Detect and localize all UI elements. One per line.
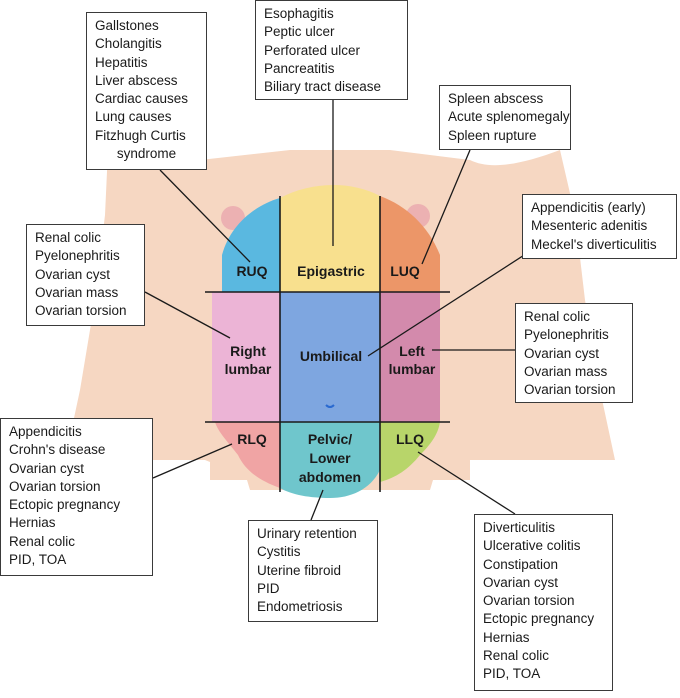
umbilical-item: Mesenteric adenitis	[531, 218, 648, 234]
rlq-conditions-box: Appendicitis Crohn's disease Ovarian cys…	[0, 418, 153, 576]
pelvic-conditions-box: Urinary retention Cystitis Uterine fibro…	[248, 520, 378, 622]
pelvic-item: Cystitis	[257, 544, 301, 560]
epigastric-item: Pancreatitis	[264, 60, 335, 76]
llq-item: Ectopic pregnancy	[483, 611, 595, 627]
ruq-item: Cardiac causes	[95, 91, 189, 107]
epigastric-item: Esophagitis	[264, 6, 334, 21]
right-lumbar-item: Ovarian cyst	[35, 266, 111, 282]
luq-conditions-box: Spleen abscess Acute splenomegaly Spleen…	[439, 85, 571, 150]
right-lumbar-item: Pyelonephritis	[35, 248, 120, 264]
leader-rlq	[152, 443, 233, 479]
leader-llq	[417, 451, 516, 515]
ruq-region	[222, 198, 280, 292]
umbilicus	[325, 404, 335, 408]
rlq-item: PID, TOA	[9, 552, 67, 568]
llq-item: Constipation	[483, 556, 559, 572]
leader-ruq	[159, 169, 251, 263]
epigastric-item: Peptic ulcer	[264, 24, 335, 40]
llq-item: Ovarian cyst	[483, 574, 559, 590]
leader-umbilical	[367, 249, 533, 357]
llq-item: Hernias	[483, 629, 530, 645]
pelvic-item: PID	[257, 580, 280, 596]
llq-conditions-box: Diverticulitis Ulcerative colitis Consti…	[474, 514, 613, 691]
llq-item: Ulcerative colitis	[483, 538, 581, 554]
llq-label: LLQ	[396, 431, 424, 447]
leader-luq	[421, 149, 471, 265]
right-lumbar-item: Ovarian mass	[35, 284, 119, 300]
umbilical-item: Meckel's diverticulitis	[531, 236, 657, 252]
left-lumbar-item: Ovarian torsion	[524, 382, 616, 398]
pelvic-label-2: Lower	[309, 450, 351, 466]
pelvic-item: Uterine fibroid	[257, 562, 342, 578]
umbilical-region	[280, 292, 380, 422]
luq-item: Spleen abscess	[448, 91, 544, 106]
umbilical-conditions-box: Appendicitis (early) Mesenteric adenitis…	[522, 194, 677, 259]
epigastric-item: Biliary tract disease	[264, 79, 382, 95]
luq-item: Spleen rupture	[448, 127, 537, 143]
ruq-item: Gallstones	[95, 18, 159, 33]
rlq-item: Ovarian cyst	[9, 460, 85, 476]
luq-label: LUQ	[390, 263, 420, 279]
pelvic-item: Endometriosis	[257, 599, 343, 615]
ruq-label: RUQ	[236, 263, 267, 279]
left-lumbar-item: Ovarian cyst	[524, 345, 600, 361]
right-lumbar-conditions-box: Renal colic Pyelonephritis Ovarian cyst …	[26, 224, 145, 326]
leader-pelvic	[310, 489, 324, 521]
right-lumbar-item: Renal colic	[35, 230, 102, 245]
rlq-item: Renal colic	[9, 533, 76, 549]
ruq-item: Cholangitis	[95, 36, 162, 52]
pelvic-region	[280, 422, 380, 498]
luq-item: Acute splenomegaly	[448, 109, 570, 125]
ruq-conditions-box: Gallstones Cholangitis Hepatitis Liver a…	[86, 12, 207, 170]
right-lumbar-label: Right	[230, 343, 266, 359]
right-lumbar-region	[212, 292, 280, 422]
epigastric-conditions-box: Esophagitis Peptic ulcer Perforated ulce…	[255, 0, 408, 100]
left-lumbar-conditions-box: Renal colic Pyelonephritis Ovarian cyst …	[515, 303, 633, 403]
llq-item: Diverticulitis	[483, 520, 556, 535]
right-lumbar-label-2: lumbar	[225, 361, 272, 377]
llq-item: Renal colic	[483, 648, 550, 664]
epigastric-item: Perforated ulcer	[264, 42, 361, 58]
llq-item: Ovarian torsion	[483, 593, 575, 609]
llq-item: PID, TOA	[483, 666, 541, 682]
rlq-item: Hernias	[9, 515, 56, 531]
rlq-item: Appendicitis	[9, 424, 82, 439]
pelvic-item: Urinary retention	[257, 526, 357, 541]
rlq-item: Ectopic pregnancy	[9, 497, 121, 513]
leader-right-lumbar	[144, 291, 231, 339]
rlq-region	[215, 422, 280, 488]
ruq-item: Lung causes	[95, 109, 172, 125]
ruq-item: Fitzhugh Curtis	[95, 127, 186, 143]
left-lumbar-label: Left	[399, 343, 425, 359]
rlq-item: Crohn's disease	[9, 442, 106, 458]
left-lumbar-item: Renal colic	[524, 309, 591, 324]
llq-region	[380, 422, 440, 482]
left-lumbar-label-2: lumbar	[389, 361, 436, 377]
pelvic-label: Pelvic/	[308, 431, 352, 447]
left-lumbar-region	[380, 292, 440, 422]
ruq-item: Hepatitis	[95, 54, 148, 70]
ruq-item: syndrome	[116, 146, 177, 162]
ruq-item: Liver abscess	[95, 72, 178, 88]
pelvic-label-3: abdomen	[299, 469, 361, 485]
umbilical-item: Appendicitis (early)	[531, 200, 646, 215]
umbilical-label: Umbilical	[300, 348, 362, 364]
left-lumbar-item: Pyelonephritis	[524, 327, 609, 343]
epigastric-label: Epigastric	[297, 263, 365, 279]
luq-region	[380, 196, 440, 292]
rlq-item: Ovarian torsion	[9, 478, 101, 494]
right-lumbar-item: Ovarian torsion	[35, 303, 127, 319]
left-lumbar-item: Ovarian mass	[524, 363, 608, 379]
rlq-label: RLQ	[237, 431, 267, 447]
epigastric-region	[280, 184, 380, 292]
